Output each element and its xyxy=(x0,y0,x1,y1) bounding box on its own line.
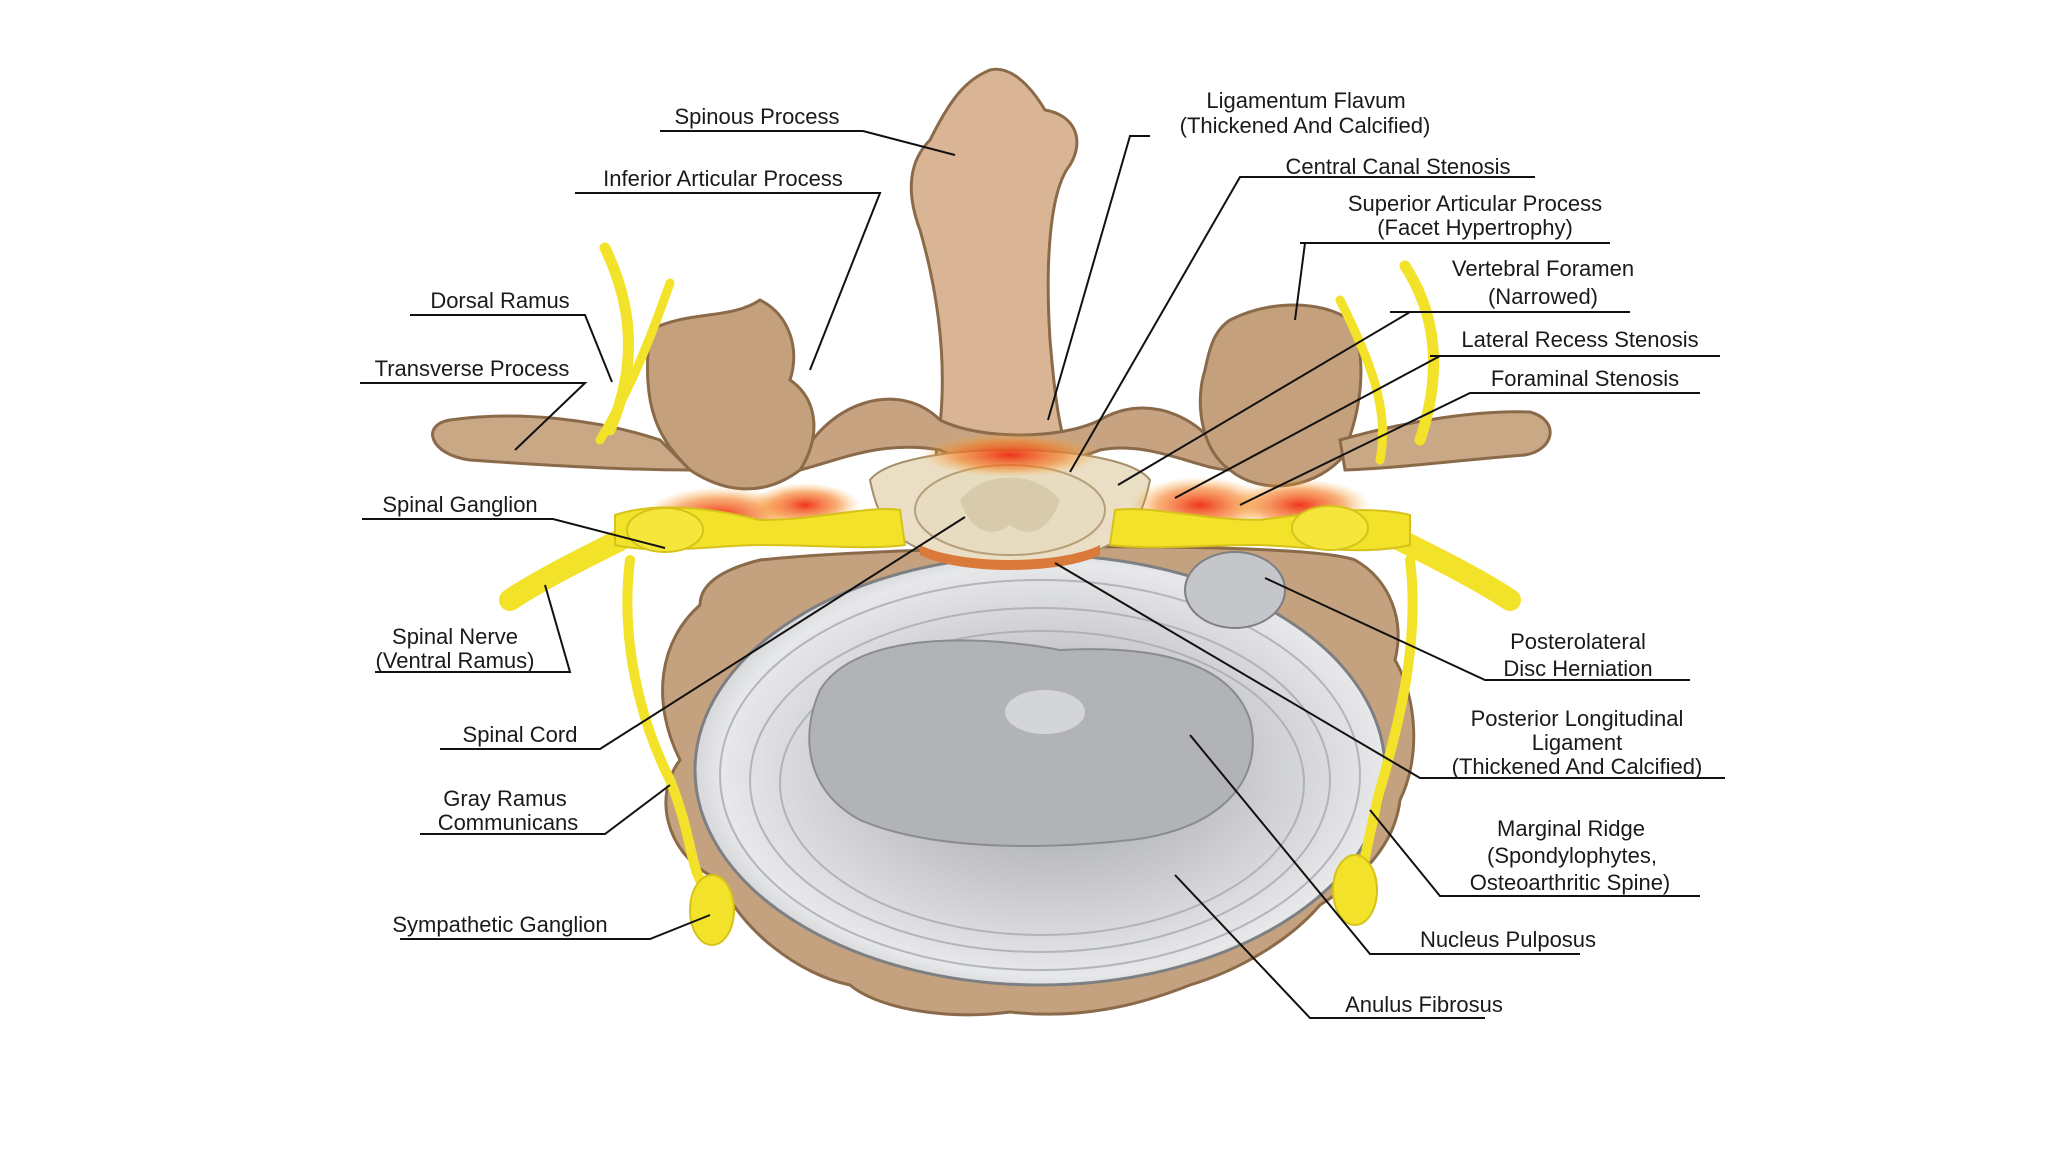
disc-herniation xyxy=(1184,551,1286,629)
label-lateral-recess-stenosis: Lateral Recess Stenosis xyxy=(1461,327,1698,352)
label-ligamentum-flavum-detail: (Thickened And Calcified) xyxy=(1180,113,1431,138)
label-marginal-ridge: Marginal Ridge xyxy=(1497,816,1645,841)
label-posterior-longitudinal: Posterior Longitudinal xyxy=(1471,706,1684,731)
label-superior-articular-process: Superior Articular Process xyxy=(1348,191,1602,216)
nucleus-pulposus xyxy=(808,639,1254,847)
label-inferior-articular-process: Inferior Articular Process xyxy=(603,166,843,191)
label-gray-ramus-communicans: Communicans xyxy=(438,810,579,835)
label-disc-herniation: Disc Herniation xyxy=(1503,656,1652,681)
label-dorsal-ramus: Dorsal Ramus xyxy=(430,288,569,313)
label-ligamentum-flavum: Ligamentum Flavum xyxy=(1206,88,1405,113)
labels: Spinous Process Inferior Articular Proce… xyxy=(375,88,1703,1017)
cord-gray-matter xyxy=(960,477,1060,532)
label-vertebral-foramen-narrowed: (Narrowed) xyxy=(1488,284,1598,309)
left-sympathetic-ganglion xyxy=(689,874,735,946)
label-spinal-cord: Spinal Cord xyxy=(463,722,578,747)
label-posterolateral: Posterolateral xyxy=(1510,629,1646,654)
label-foraminal-stenosis: Foraminal Stenosis xyxy=(1491,366,1679,391)
label-ligament: Ligament xyxy=(1532,730,1623,755)
label-spondylophytes: (Spondylophytes, xyxy=(1487,843,1657,868)
label-facet-hypertrophy: (Facet Hypertrophy) xyxy=(1377,215,1573,240)
spinous-process-shape xyxy=(909,67,1079,472)
label-nucleus-pulposus: Nucleus Pulposus xyxy=(1420,927,1596,952)
left-dorsal-root-ganglion xyxy=(626,507,704,553)
nerves xyxy=(499,242,1521,885)
label-osteoarthritic-spine: Osteoarthritic Spine) xyxy=(1470,870,1671,895)
label-vertebral-foramen: Vertebral Foramen xyxy=(1452,256,1634,281)
left-transverse-process xyxy=(431,414,694,472)
leader-lines xyxy=(360,130,1725,1019)
label-pll-thickened: (Thickened And Calcified) xyxy=(1452,754,1703,779)
label-central-canal-stenosis: Central Canal Stenosis xyxy=(1285,154,1510,179)
nucleus-center xyxy=(1005,690,1085,734)
right-sympathetic-ganglion xyxy=(1332,854,1378,926)
anulus-rings xyxy=(719,579,1361,971)
vertebra-illustration xyxy=(431,67,1552,1017)
label-transverse-process: Transverse Process xyxy=(375,356,570,381)
label-spinal-ganglion: Spinal Ganglion xyxy=(382,492,537,517)
label-anulus-fibrosus: Anulus Fibrosus xyxy=(1345,992,1503,1017)
right-articular-process xyxy=(1198,303,1363,488)
label-sympathetic-ganglion: Sympathetic Ganglion xyxy=(392,912,607,937)
label-spinal-nerve: Spinal Nerve xyxy=(392,624,518,649)
right-transverse-process xyxy=(1338,410,1552,472)
right-dorsal-root-ganglion xyxy=(1291,505,1369,551)
label-spinal-nerve-ventral-ramus: (Ventral Ramus) xyxy=(376,648,535,673)
label-spinous-process: Spinous Process xyxy=(674,104,839,129)
label-gray-ramus: Gray Ramus xyxy=(443,786,566,811)
